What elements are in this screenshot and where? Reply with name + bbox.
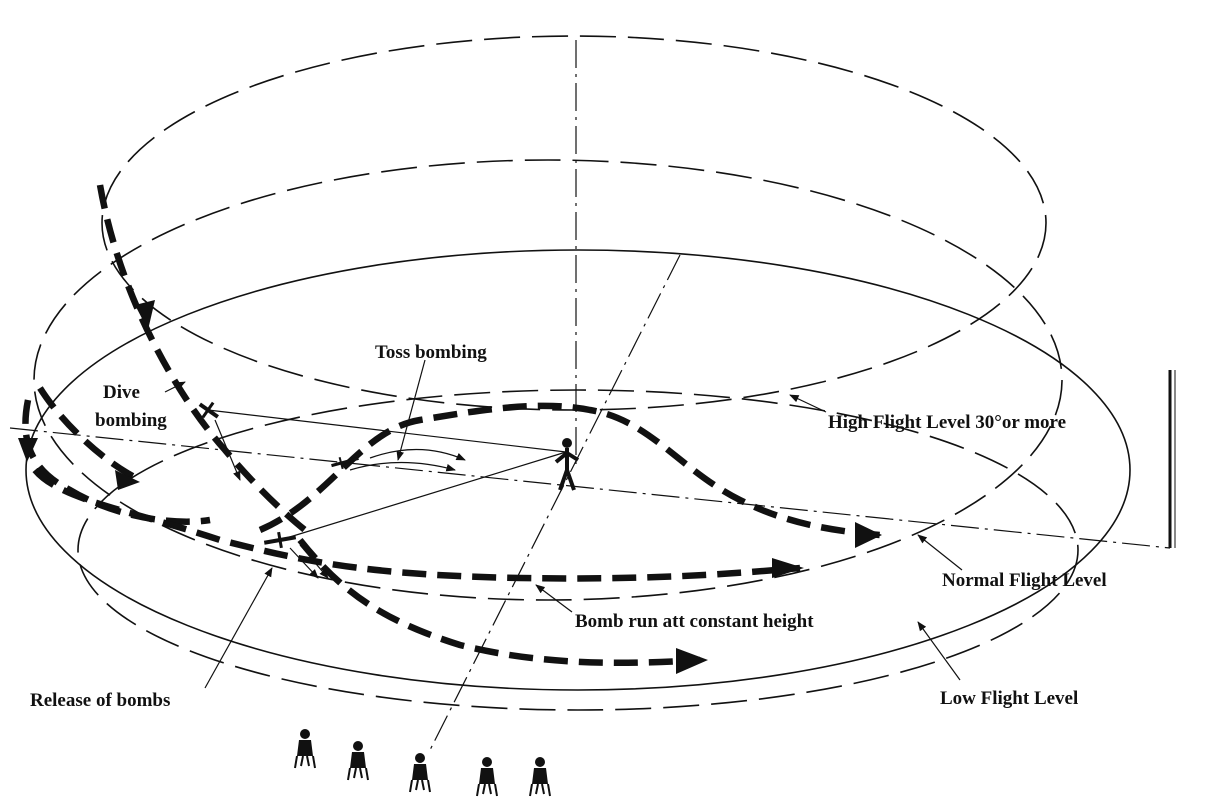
- normal-flight-level-leader: [917, 534, 963, 571]
- dive-path-upper: [96, 184, 308, 533]
- dive-bombing-label-line2: bombing: [95, 410, 167, 431]
- bomb-run-leader: [535, 584, 573, 613]
- toss-bomb-trajectory-lower: [349, 461, 456, 472]
- dive-bomb-trajectory: [214, 419, 241, 481]
- toss-bombing-label: Toss bombing: [375, 342, 487, 363]
- observer-3-icon: [409, 753, 431, 793]
- release-bomb-trajectory-1: [289, 547, 319, 579]
- observer-2-icon: [347, 741, 369, 781]
- normal-flight-level-label: Normal Flight Level: [942, 570, 1107, 591]
- arrowhead-bomb-run: [772, 558, 804, 578]
- observer-5-icon: [529, 757, 551, 797]
- mid-flight-level-ellipse: [33, 159, 1063, 601]
- dive-bombing-leader: [164, 381, 186, 393]
- arrowhead-left: [18, 438, 38, 462]
- high-flight-level-label: High Flight Level 30°or more: [828, 412, 1066, 433]
- arrowhead-left-curve: [115, 470, 140, 490]
- toss-bombing-leader: [396, 359, 426, 461]
- high-flight-level-leader: [789, 394, 827, 413]
- aircraft-dive-icon: [198, 401, 219, 419]
- release-of-bombs-leader: [204, 567, 273, 689]
- release-bomb-trajectory-2: [299, 544, 329, 579]
- left-curve-path: [37, 386, 142, 483]
- normal-flight-level-ellipse: [25, 249, 1131, 691]
- observer-1-icon: [294, 729, 316, 769]
- bomb-run-label: Bomb run att constant height: [575, 611, 814, 632]
- low-flight-level-leader: [917, 621, 961, 681]
- high-flight-level-ellipse: [101, 35, 1047, 411]
- observer-4-icon: [476, 757, 498, 797]
- toss-bombing-path: [258, 402, 881, 539]
- low-flight-level-label: Low Flight Level: [940, 688, 1078, 709]
- toss-bomb-trajectory-upper: [369, 448, 466, 461]
- aircraft-toss-icon: [331, 456, 359, 470]
- arrowhead-dive: [135, 300, 155, 330]
- arrowhead-low: [676, 648, 708, 674]
- low-path: [297, 537, 701, 667]
- arrowhead-toss: [855, 522, 882, 548]
- diagonal-axis: [429, 254, 681, 751]
- dive-bombing-label-line1: Dive: [103, 382, 140, 403]
- aircraft-release-icon: [263, 531, 297, 549]
- horizontal-axis: [9, 427, 1171, 549]
- low-flight-level-ellipse: [77, 389, 1079, 711]
- release-of-bombs-label: Release of bombs: [30, 690, 170, 711]
- release-sight-line: [279, 451, 567, 541]
- bomb-run-path: [32, 467, 801, 582]
- target-figure-icon: [554, 438, 580, 491]
